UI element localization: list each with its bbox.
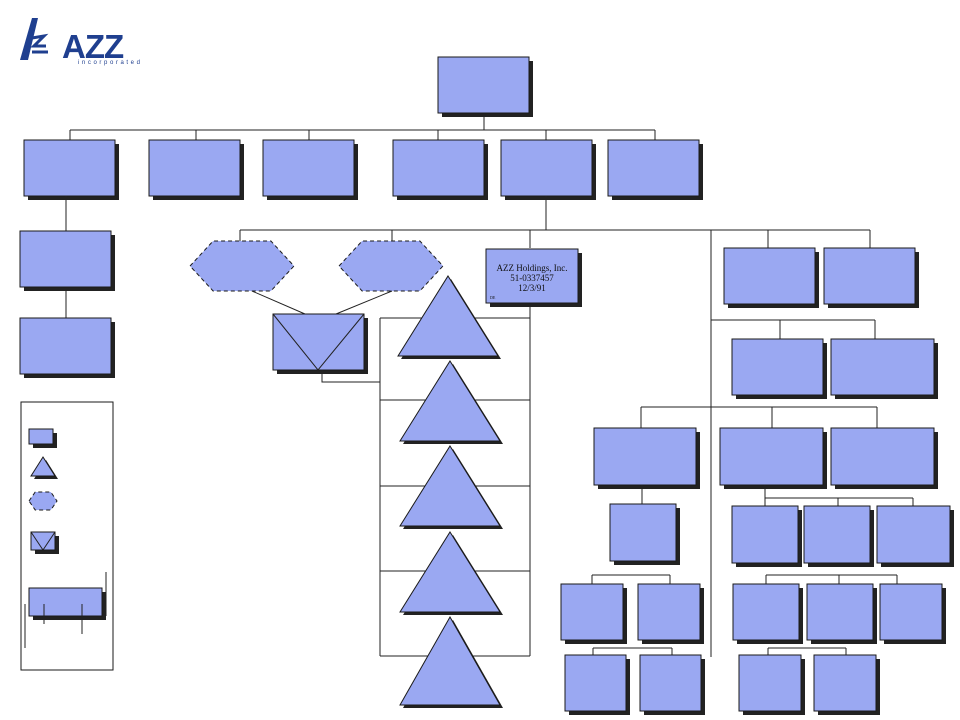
legend-triangle-symbol — [30, 456, 56, 477]
subsidiary-box — [19, 230, 112, 288]
azz-logo-mark-icon — [20, 18, 49, 60]
subsidiary-box — [806, 583, 874, 641]
subsidiary-box — [609, 503, 677, 562]
logo-name: AZZ — [62, 28, 124, 65]
subsidiary-box — [803, 505, 871, 564]
subsidiary-box — [637, 583, 701, 641]
connector-line — [321, 370, 380, 383]
legend-hexagon-symbol — [28, 491, 58, 511]
subsidiary-box — [731, 338, 824, 396]
subsidiary-box — [148, 139, 241, 197]
holdings-ein: 51-0337457 — [510, 273, 554, 283]
partnership-triangle — [397, 275, 499, 357]
subsidiary-box — [392, 139, 485, 197]
holdings-card: AZZ Holdings, Inc. 51-0337457 12/3/91 DE — [486, 249, 578, 303]
subsidiary-box — [823, 247, 916, 305]
subsidiary-box — [738, 654, 802, 712]
subsidiary-box — [723, 247, 816, 305]
connector-line — [251, 290, 306, 315]
holdings-state: DE — [490, 295, 496, 300]
subsidiary-box — [19, 317, 112, 375]
subsidiary-box — [813, 654, 877, 712]
subsidiary-box — [23, 139, 116, 197]
connector-line — [335, 290, 393, 315]
subsidiary-box — [879, 583, 943, 641]
subsidiary-box — [830, 427, 935, 486]
subsidiary-box — [639, 654, 702, 712]
azz-logo: AZZ incorporated — [18, 16, 140, 72]
combined-box — [272, 313, 365, 371]
subsidiary-box — [876, 505, 951, 564]
partnership-triangle — [399, 360, 501, 442]
subsidiary-box — [607, 139, 700, 197]
holdings-name: AZZ Holdings, Inc. — [496, 263, 568, 273]
partnership-triangle — [399, 615, 501, 706]
holdings-date: 12/3/91 — [518, 283, 546, 293]
subsidiary-box — [732, 583, 800, 641]
legend-combined-symbol — [30, 531, 56, 551]
subsidiary-box — [560, 583, 624, 641]
subsidiary-box — [564, 654, 627, 712]
subsidiary-box — [719, 427, 824, 486]
legend-key-box — [28, 587, 103, 617]
hexagon-entity — [338, 240, 444, 292]
holdings-box — [485, 248, 579, 304]
partnership-triangle — [399, 445, 501, 527]
subsidiary-box — [262, 139, 355, 197]
combined-box-triangle — [272, 313, 365, 371]
legend-combined-symbol-triangle — [30, 531, 56, 551]
subsidiary-box — [593, 427, 697, 486]
subsidiary-box — [830, 338, 935, 396]
hexagon-entity — [189, 240, 295, 292]
parent-box — [437, 56, 530, 114]
legend-box-symbol — [28, 428, 54, 445]
logo-tagline: incorporated — [78, 60, 143, 66]
subsidiary-box — [500, 139, 593, 197]
subsidiary-box — [731, 505, 799, 564]
partnership-triangle — [399, 531, 501, 613]
